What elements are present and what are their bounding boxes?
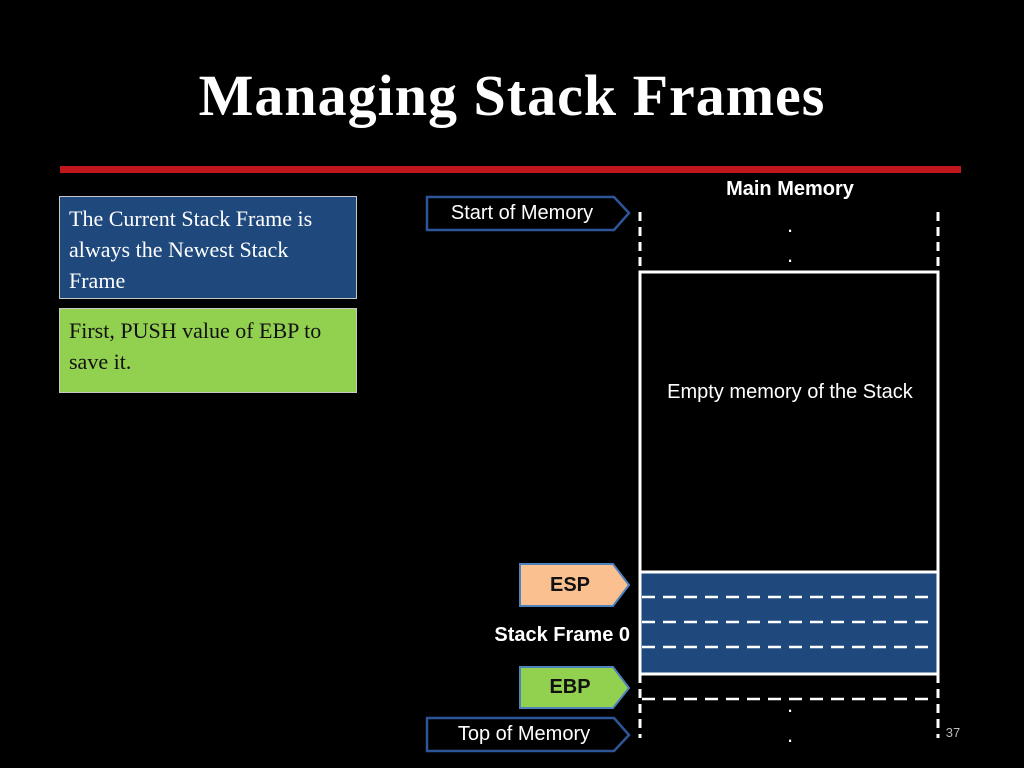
main-memory-heading: Main Memory <box>726 178 854 200</box>
esp-pointer: ESP <box>520 564 620 606</box>
stack-frame-0-label: Stack Frame 0 <box>494 624 630 646</box>
slide-title: Managing Stack Frames <box>198 63 826 128</box>
empty-memory-label: Empty memory of the Stack <box>667 381 913 403</box>
note-push-ebp: First, PUSH value of EBP to save it. <box>59 308 357 393</box>
title-divider <box>60 166 961 173</box>
ebp-arrow <box>519 666 631 709</box>
start-of-memory-arrow <box>425 195 631 232</box>
ellipsis-dot-top-2: . <box>786 242 794 267</box>
page-number: 37 <box>945 725 961 740</box>
top-of-memory-label: Top of Memory <box>457 723 591 745</box>
ellipsis-dot-top-1: . <box>786 212 794 237</box>
esp-arrow <box>519 563 631 607</box>
top-of-memory-arrow <box>425 716 631 753</box>
esp-label: ESP <box>549 573 591 596</box>
start-of-memory-pointer: Start of Memory <box>427 197 617 230</box>
ellipsis-dot-bottom-2: . <box>786 722 794 747</box>
top-of-memory-pointer: Top of Memory <box>427 718 621 751</box>
ebp-pointer: EBP <box>520 667 620 708</box>
ellipsis-dot-bottom-1: . <box>786 692 794 717</box>
ebp-label: EBP <box>549 676 591 698</box>
note-current-frame: The Current Stack Frame is always the Ne… <box>59 196 357 299</box>
empty-memory-region <box>638 270 940 574</box>
start-of-memory-label: Start of Memory <box>450 202 594 224</box>
